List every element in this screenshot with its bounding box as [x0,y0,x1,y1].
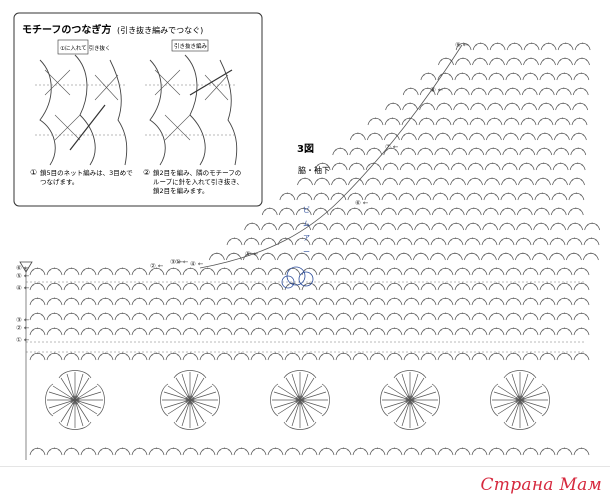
row-marker: ② ← [150,262,164,270]
row-marker: ⑧ ← [430,86,444,94]
note2-line1: 鎖2目を編み、隣のモチーフの [153,168,241,177]
footer-band [0,466,610,504]
fan-motif-band [29,352,590,456]
figure-label: 3図 [297,143,314,155]
inset-title: モチーフのつなぎ方 [22,23,111,36]
joining-inset: モチーフのつなぎ方 (引き抜き編みでつなぐ) ①に入れて 引き抜く 引き抜き編み… [13,12,263,207]
note2-number: ② [143,168,150,177]
row-marker: ⑥ ← [16,264,30,272]
stamp-marks: ビ ム ア ー [281,205,314,289]
row-marker: ③ ← [16,316,30,324]
note2-line2: ループに針を入れて引き抜き、 [153,177,243,186]
inset-title-note: (引き抜き編みでつなぐ) [117,25,203,35]
row-marker: ④ ← [16,284,30,292]
svg-text:ー: ー [303,248,310,256]
note2-line3: 鎖2目を編みます。 [153,186,209,195]
svg-text:ア: ア [303,234,310,242]
watermark-text: Страна Мам [480,475,602,495]
row-marker: ② ← [16,324,30,332]
row-markers: ⑨ ←⑧ ←⑦ ←⑥ ←⑤ ←④ ←③ ←② ←① ←⑥ ←⑤ ←④ ←③ ←②… [16,41,469,344]
row-marker: ① ← [175,258,189,266]
row-marker: ⑨ ← [455,41,469,49]
row-marker: ③ ← [170,258,184,266]
note1-number: ① [30,168,37,177]
row-marker: ⑤ ← [16,272,30,280]
row-marker: ⑥ ← [355,199,369,207]
figure-sub: 脇・袖下 [298,165,330,175]
svg-text:ム: ム [303,220,310,228]
note1-line1: 鎖5目のネット編みは、3目めで [40,168,133,177]
mesh-rows [26,42,601,353]
svg-text:ビ: ビ [303,205,310,214]
inset-label-left: ①に入れて 引き抜く [60,44,111,52]
row-marker: ④ ← [190,260,204,268]
main-chart: ⑨ ←⑧ ←⑦ ←⑥ ←⑤ ←④ ←③ ←② ←① ←⑥ ←⑤ ←④ ←③ ←②… [16,41,601,460]
row-marker: ① ← [16,336,30,344]
inset-label-right: 引き抜き編み [174,42,208,50]
joining-illustration-right: 引き抜き編み [145,39,238,166]
row-marker: ⑦ ← [385,143,399,151]
joining-illustration-left: ①に入れて 引き抜く [35,39,128,166]
row-marker: ⑤ ← [245,250,259,258]
note1-line2: つなげます。 [40,177,78,186]
